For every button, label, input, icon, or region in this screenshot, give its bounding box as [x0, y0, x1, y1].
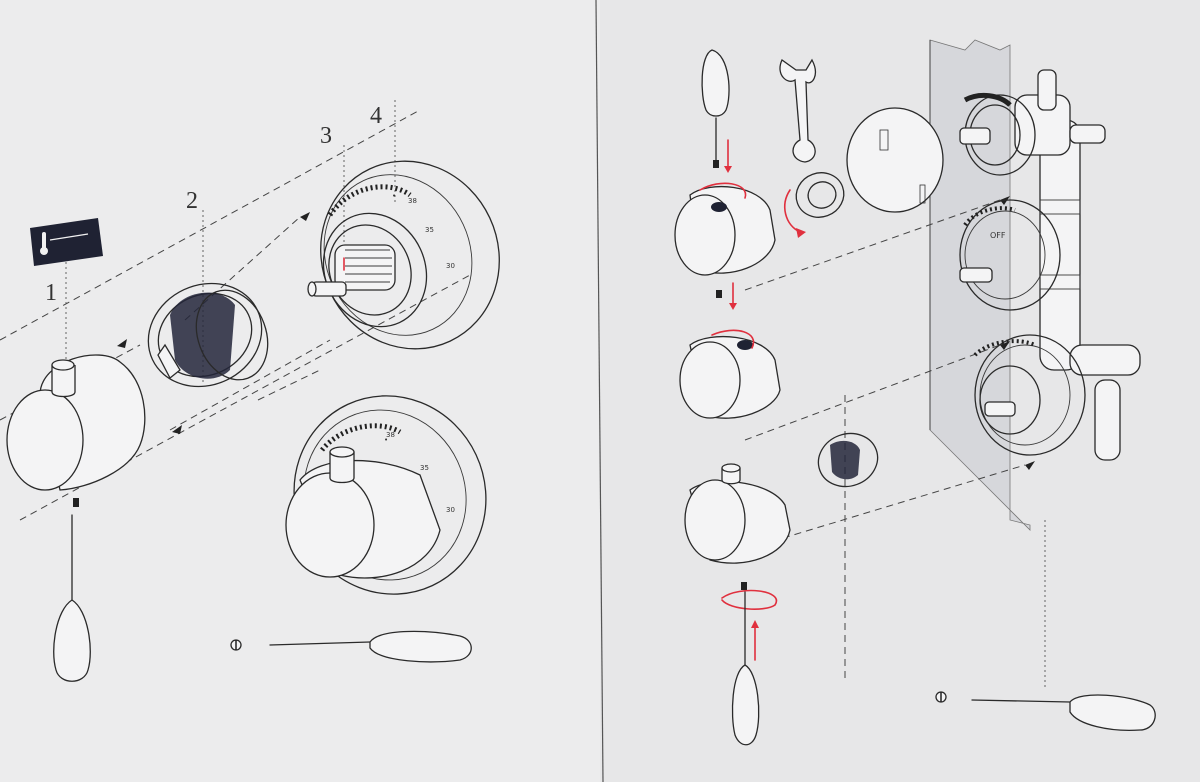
arrow-head [172, 425, 182, 434]
left-assembly-panel: 1 2 3 4 [0, 100, 500, 682]
diverter-dial: OFF [959, 199, 1061, 311]
step-number-1: 1 [45, 280, 57, 306]
direction-arrow [724, 166, 732, 173]
explode-guide-line [169, 339, 331, 431]
diverter-cartridge-top [959, 92, 1036, 176]
grub-screw [73, 498, 79, 507]
screwdriver-icon [53, 514, 91, 682]
step-number-3: 3 [320, 123, 332, 149]
dial-label-35: 35 [425, 226, 434, 234]
screwdriver-icon [731, 591, 760, 746]
dial-label-38: 38 [386, 431, 395, 439]
direction-arrow [751, 620, 759, 628]
temperature-dial-wall [973, 334, 1086, 456]
handle-knob-3 [684, 463, 791, 590]
dial-mark: • [384, 436, 388, 444]
explode-guide-line [0, 109, 421, 341]
adapter-ring [817, 432, 879, 488]
explode-guide-line [759, 464, 1026, 546]
handle-knob-1 [674, 182, 776, 298]
dial-label-38: 38 [408, 197, 417, 205]
dial-mark: • [392, 192, 396, 200]
dial-label-30: 30 [446, 262, 455, 270]
diverter-label-off: OFF [990, 231, 1006, 240]
thermostatic-cartridge [307, 212, 428, 328]
explode-guide-line [744, 199, 1001, 291]
direction-arrow [721, 589, 778, 610]
arrow-head [1025, 461, 1035, 470]
arrow-head [117, 339, 127, 348]
dial-label-35: 35 [420, 464, 429, 472]
locking-nut [784, 172, 845, 238]
adapter-ring [147, 282, 269, 388]
screwdriver-icon [701, 49, 730, 168]
handle-face [6, 389, 84, 491]
dial-label-30: 30 [446, 506, 455, 514]
handle-knob-2 [679, 329, 781, 419]
step-number-4: 4 [370, 103, 382, 129]
direction-arrow [729, 303, 737, 310]
thermostat-handle [6, 354, 146, 507]
explode-guide-line [744, 344, 1001, 441]
screwdriver-icon [230, 630, 472, 663]
right-assembly-panel: OFF [674, 39, 1156, 746]
wrench-icon [779, 58, 816, 163]
screwdriver-icon [935, 691, 1156, 731]
thermometer-icon [30, 218, 103, 266]
page-divider [595, 0, 604, 782]
cover-plate [846, 107, 944, 213]
step-number-2: 2 [186, 188, 198, 214]
assembled-handle-view: • 38 35 30 [285, 395, 487, 595]
valve-body [1014, 69, 1141, 461]
arrow-head [300, 212, 310, 221]
